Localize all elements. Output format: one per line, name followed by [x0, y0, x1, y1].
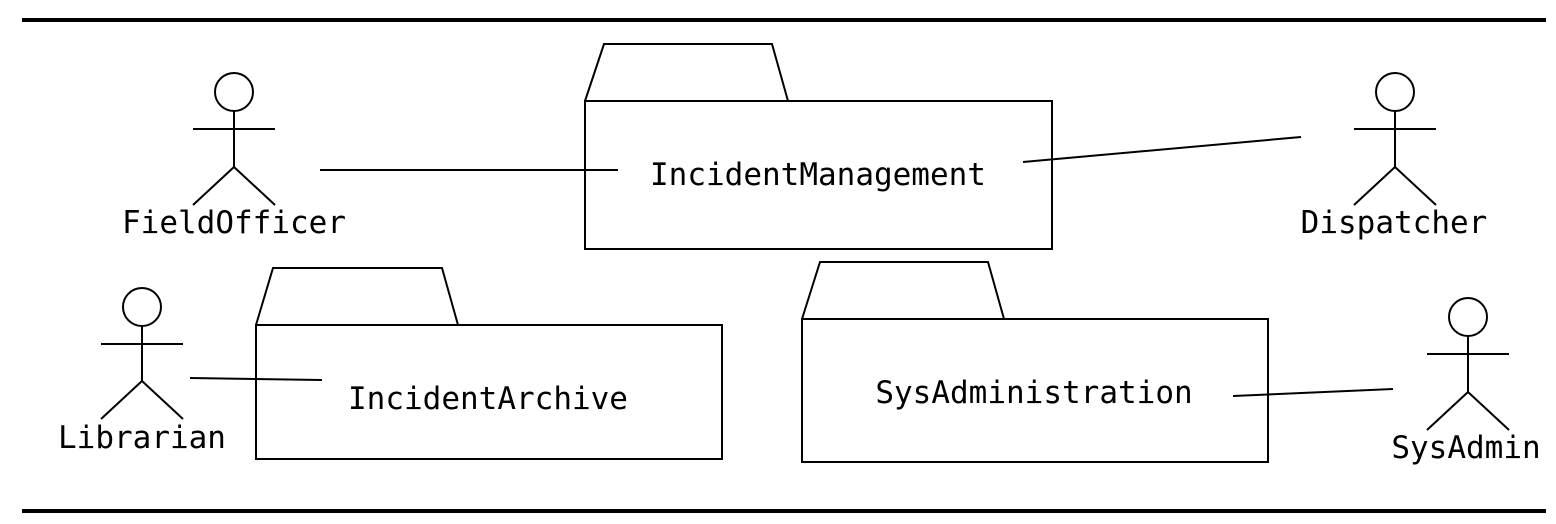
stick-figure-icon: [1353, 72, 1437, 206]
package-label: IncidentManagement: [650, 157, 986, 193]
stick-figure-icon: [1426, 297, 1510, 431]
package-body: [584, 100, 1053, 250]
package-body: [801, 318, 1269, 463]
stick-figure-icon: [100, 287, 184, 420]
package-incident-archive[interactable]: IncidentArchive: [255, 267, 723, 460]
package-label: SysAdministration: [875, 375, 1192, 411]
package-tab: [584, 43, 789, 102]
actor-librarian[interactable]: Librarian: [58, 287, 226, 456]
package-sys-administration[interactable]: SysAdministration: [801, 261, 1269, 463]
association-sysadmin-sysadministration: [1232, 388, 1394, 397]
package-body: [255, 324, 723, 460]
association-librarian-incidentarchive: [189, 377, 323, 381]
actor-label: FieldOfficer: [122, 205, 346, 241]
actor-field-officer[interactable]: FieldOfficer: [122, 72, 346, 241]
package-tab: [801, 261, 1005, 320]
actor-label: Dispatcher: [1301, 205, 1488, 241]
stick-figure-icon: [192, 72, 276, 206]
package-tab: [255, 267, 459, 326]
association-dispatcher-incidentmanagement: [1022, 136, 1302, 163]
actor-dispatcher[interactable]: Dispatcher: [1301, 72, 1488, 241]
actor-sys-admin[interactable]: SysAdmin: [1391, 297, 1541, 466]
actor-label: SysAdmin: [1391, 430, 1540, 466]
package-incident-management[interactable]: IncidentManagement: [584, 43, 1053, 250]
package-label: IncidentArchive: [348, 381, 628, 417]
actor-label: Librarian: [58, 420, 226, 456]
